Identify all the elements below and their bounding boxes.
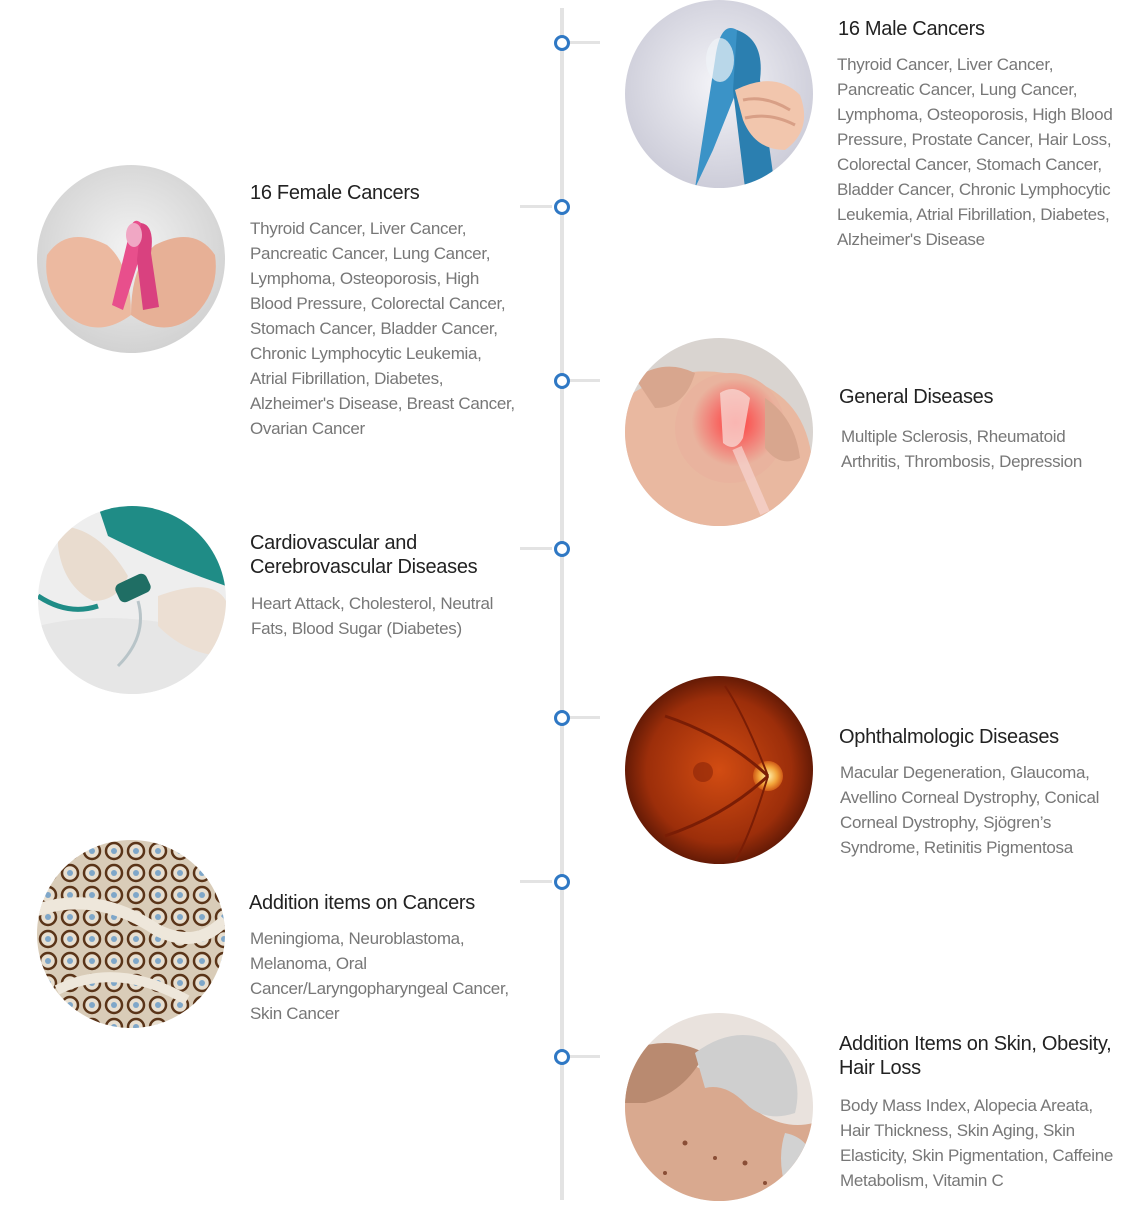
entry-title-skin-obesity: Addition Items on Skin, Obesity, Hair Lo… xyxy=(839,1033,1112,1079)
timeline-node xyxy=(554,35,570,51)
knee-pain-icon xyxy=(625,338,813,526)
timeline-connector xyxy=(520,205,552,208)
timeline-node xyxy=(554,710,570,726)
entry-title-addition-cancers: Addition items on Cancers xyxy=(249,892,475,914)
entry-description-male-cancers: Thyroid Cancer, Liver Cancer, Pancreatic… xyxy=(837,55,1113,249)
entry-title-ophthalmologic: Ophthalmologic Diseases xyxy=(839,726,1059,748)
pink-ribbon-icon xyxy=(37,165,225,353)
entry-title-female-cancers: 16 Female Cancers xyxy=(250,182,420,204)
entry-title-general-diseases: General Diseases xyxy=(839,386,994,408)
timeline-connector xyxy=(520,547,552,550)
entry-description-ophthalmologic: Macular Degeneration, Glaucoma, Avellino… xyxy=(840,763,1100,857)
entry-description-addition-cancers: Meningioma, Neuroblastoma, Melanoma, Ora… xyxy=(250,929,509,1023)
timeline-connector xyxy=(568,41,600,44)
timeline-node xyxy=(554,1049,570,1065)
blue-ribbon-icon xyxy=(625,0,813,188)
cell-tissue-icon xyxy=(37,840,225,1028)
timeline-node xyxy=(554,199,570,215)
skin-exam-icon xyxy=(625,1013,813,1201)
entry-description-cardiovascular: Heart Attack, Cholesterol, Neutral Fats,… xyxy=(251,594,494,638)
timeline-connector xyxy=(520,880,552,883)
entry-title-male-cancers: 16 Male Cancers xyxy=(838,18,985,40)
blood-pressure-icon xyxy=(38,506,226,694)
retina-icon xyxy=(625,676,813,864)
timeline-line xyxy=(560,8,564,1200)
timeline-node xyxy=(554,874,570,890)
timeline-connector xyxy=(568,379,600,382)
entry-description-female-cancers: Thyroid Cancer, Liver Cancer, Pancreatic… xyxy=(250,219,515,438)
timeline-connector xyxy=(568,716,600,719)
timeline-node xyxy=(554,373,570,389)
timeline-node xyxy=(554,541,570,557)
entry-title-cardiovascular: Cardiovascular and Cerebrovascular Disea… xyxy=(250,532,478,578)
entry-description-general-diseases: Multiple Sclerosis, Rheumatoid Arthritis… xyxy=(841,427,1083,471)
timeline-connector xyxy=(568,1055,600,1058)
entry-description-skin-obesity: Body Mass Index, Alopecia Areata, Hair T… xyxy=(840,1096,1114,1190)
